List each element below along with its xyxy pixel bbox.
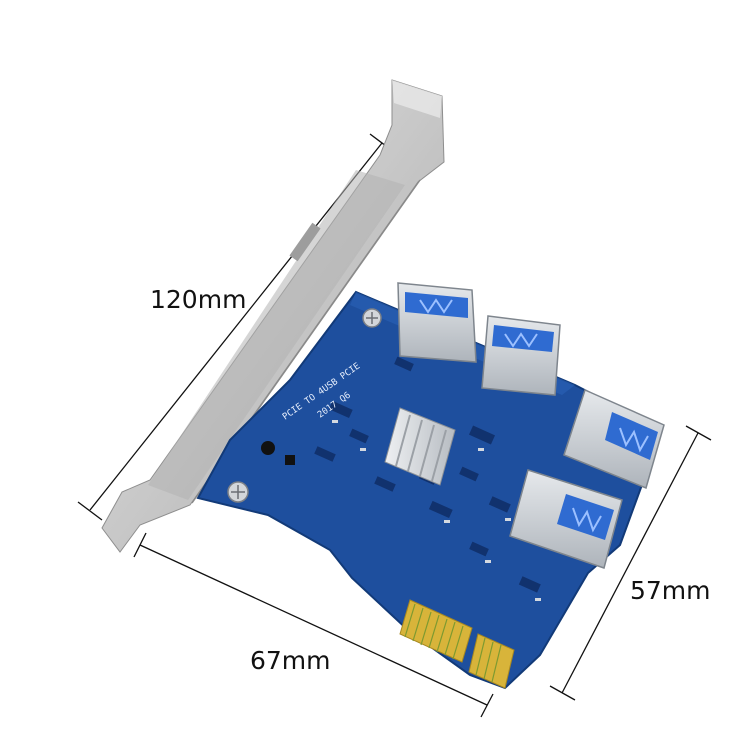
- usb-port-icon: [572, 507, 602, 533]
- dimension-label-height: 120mm: [150, 285, 247, 314]
- dimension-label-length: 67mm: [250, 646, 331, 675]
- dimension-lines: [77, 133, 712, 718]
- usb-port-4: [509, 469, 623, 569]
- pcie-gold-contacts: [399, 599, 515, 689]
- dim-line-length: [139, 544, 488, 706]
- dim-line-height: [89, 142, 383, 511]
- usb-port-icon: [619, 427, 649, 453]
- usb-port-icon: [504, 332, 538, 348]
- screw-icon: [227, 481, 249, 503]
- screw-icon: [362, 308, 382, 328]
- usb-port-1: [397, 282, 477, 363]
- usb-port-icon: [419, 298, 453, 314]
- usb-port-3: [563, 388, 665, 490]
- usb-port-2: [481, 315, 561, 396]
- dimension-label-depth: 57mm: [630, 576, 711, 605]
- heatsink-icon: [384, 407, 456, 486]
- dim-line-depth: [561, 432, 699, 694]
